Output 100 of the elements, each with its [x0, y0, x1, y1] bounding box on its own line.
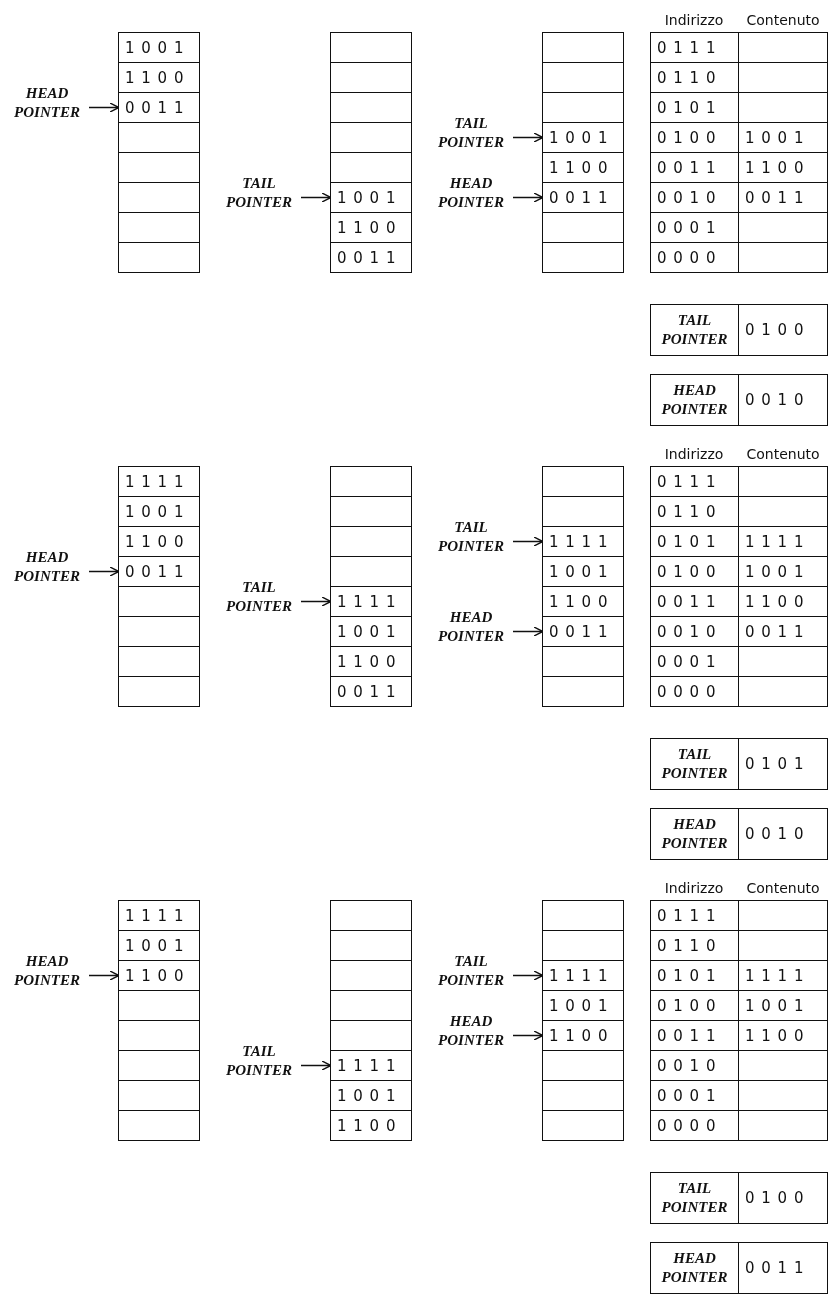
memory-cell: [542, 676, 624, 707]
address-cell: 0111: [650, 32, 739, 63]
memory-cell: 1111: [118, 900, 200, 931]
content-cell: [738, 676, 828, 707]
arrow: [512, 1030, 544, 1041]
memory-cell: 0011: [542, 182, 624, 213]
memory-cell: [542, 930, 624, 961]
memory-cell: [330, 92, 412, 123]
memory-cell: [118, 646, 200, 677]
register-name: TAIL POINTER: [650, 738, 739, 790]
memory-cell: [330, 122, 412, 153]
register-value: 0010: [738, 374, 828, 426]
memory-cell: 1111: [542, 526, 624, 557]
memory-cell: [118, 1020, 200, 1051]
memory-cell: [542, 646, 624, 677]
pointer-label: TAIL POINTER: [218, 173, 300, 214]
register-name: TAIL POINTER: [650, 304, 739, 356]
arrow: [88, 566, 120, 577]
memory-cell: [118, 616, 200, 647]
memory-cell: [118, 122, 200, 153]
pointer-label: TAIL POINTER: [430, 113, 512, 154]
register-name: HEAD POINTER: [650, 374, 739, 426]
memory-cell: 1111: [118, 466, 200, 497]
memory-cell: [118, 1110, 200, 1141]
pointer-label: HEAD POINTER: [6, 547, 88, 588]
memory-cell: [118, 676, 200, 707]
memory-cell: 1111: [330, 586, 412, 617]
memory-cell: 0011: [330, 676, 412, 707]
register-value: 0100: [738, 304, 828, 356]
memory-cell: 0011: [118, 92, 200, 123]
memory-cell: 1001: [118, 32, 200, 63]
content-cell: [738, 466, 828, 497]
memory-cell: [330, 990, 412, 1021]
memory-cell: [330, 62, 412, 93]
memory-cell: [542, 466, 624, 497]
memory-cell: [330, 960, 412, 991]
column-header: Indirizzo: [663, 12, 725, 28]
memory-cell: 1100: [542, 1020, 624, 1051]
arrow: [512, 626, 544, 637]
memory-cell: [118, 586, 200, 617]
memory-cell: [330, 152, 412, 183]
memory-cell: [330, 526, 412, 557]
memory-cell: [330, 32, 412, 63]
content-cell: [738, 32, 828, 63]
memory-cell: [542, 242, 624, 273]
memory-cell: [118, 1080, 200, 1111]
memory-cell: [542, 900, 624, 931]
memory-cell: [118, 182, 200, 213]
memory-cell: [118, 990, 200, 1021]
memory-cell: 1001: [330, 1080, 412, 1111]
memory-cell: [542, 32, 624, 63]
memory-cell: [330, 556, 412, 587]
memory-cell: [118, 212, 200, 243]
content-cell: [738, 900, 828, 931]
memory-cell: 1001: [118, 496, 200, 527]
pointer-label: HEAD POINTER: [430, 173, 512, 214]
memory-cell: [542, 1110, 624, 1141]
memory-cell: [542, 496, 624, 527]
arrow: [300, 1060, 332, 1071]
memory-cell: [330, 900, 412, 931]
memory-cell: 1100: [118, 62, 200, 93]
memory-cell: 1001: [542, 990, 624, 1021]
memory-cell: [542, 92, 624, 123]
memory-cell: 1100: [118, 960, 200, 991]
memory-cell: [542, 62, 624, 93]
register-name: HEAD POINTER: [650, 808, 739, 860]
memory-cell: 0011: [118, 556, 200, 587]
arrow: [300, 192, 332, 203]
arrow: [300, 596, 332, 607]
memory-cell: 1001: [330, 616, 412, 647]
column-header: Indirizzo: [663, 880, 725, 896]
arrow: [88, 102, 120, 113]
memory-cell: 0011: [542, 616, 624, 647]
address-cell: 0000: [650, 676, 739, 707]
arrow: [88, 970, 120, 981]
memory-cell: [330, 496, 412, 527]
pointer-label: TAIL POINTER: [430, 517, 512, 558]
memory-cell: 1001: [330, 182, 412, 213]
column-header: Contenuto: [745, 446, 821, 462]
address-cell: 0000: [650, 1110, 739, 1141]
memory-cell: [118, 1050, 200, 1081]
memory-cell: 1100: [330, 646, 412, 677]
memory-cell: 1111: [542, 960, 624, 991]
memory-cell: 1100: [330, 1110, 412, 1141]
memory-cell: 1100: [118, 526, 200, 557]
pointer-label: TAIL POINTER: [218, 1041, 300, 1082]
memory-cell: [330, 1020, 412, 1051]
arrow: [512, 536, 544, 547]
memory-cell: 1001: [118, 930, 200, 961]
arrow: [512, 192, 544, 203]
memory-cell: [542, 1050, 624, 1081]
arrow: [512, 132, 544, 143]
register-value: 0100: [738, 1172, 828, 1224]
arrow: [512, 970, 544, 981]
content-cell: [738, 1110, 828, 1141]
memory-cell: 1100: [542, 586, 624, 617]
memory-cell: 0011: [330, 242, 412, 273]
register-value: 0101: [738, 738, 828, 790]
column-header: Contenuto: [745, 12, 821, 28]
address-cell: 0000: [650, 242, 739, 273]
